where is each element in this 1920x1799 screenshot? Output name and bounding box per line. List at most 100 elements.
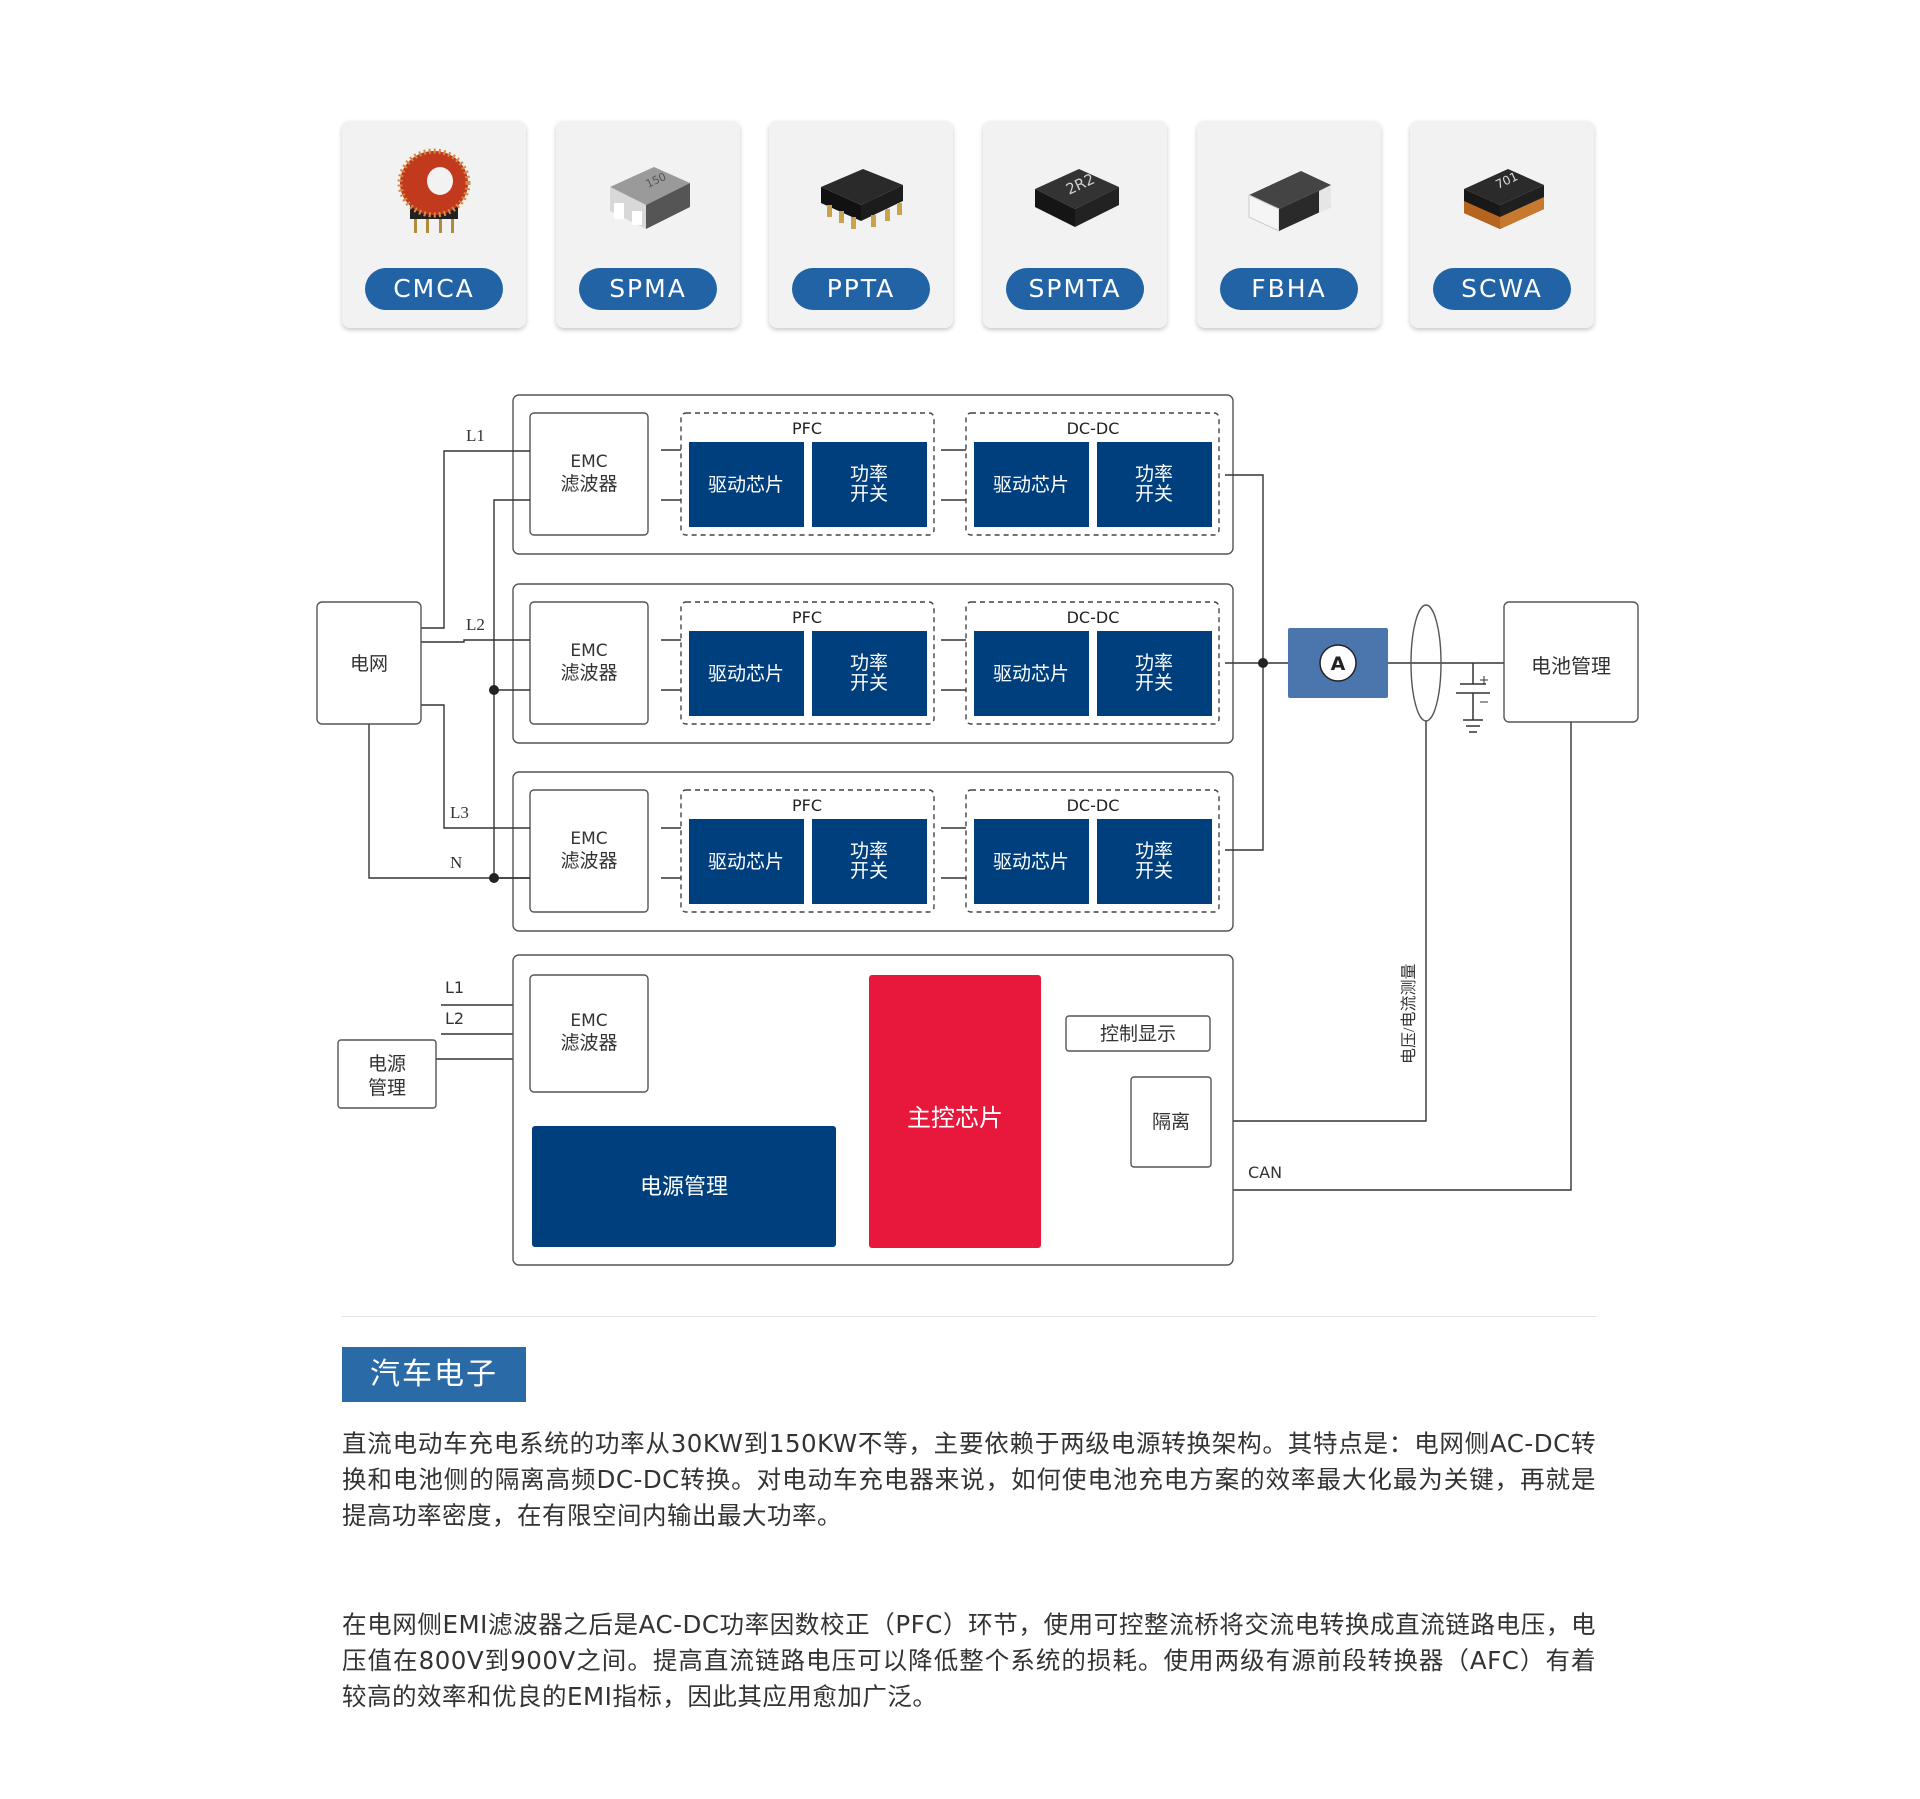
dcdc-power-switch [1097, 631, 1212, 716]
molded-power-inductor-icon: 2R2 [1035, 169, 1119, 227]
product-card-scwa[interactable]: 701 SCWA [1410, 121, 1594, 328]
power-switch-label-line2: 开关 [850, 483, 888, 505]
dcdc-group [965, 412, 1220, 536]
pfc-group [680, 412, 935, 536]
section-tag: 汽车电子 [342, 1347, 526, 1402]
output-capacitor [1456, 663, 1490, 733]
isolation-box [1130, 1076, 1212, 1168]
emc-filter-label-line2: 滤波器 [560, 473, 617, 495]
dcdc-driver-chip [974, 631, 1089, 716]
product-card-spmta[interactable]: 2R2 SPMTA [983, 121, 1167, 328]
power-management-label: 电源管理 [640, 1174, 728, 1199]
ferrite-bead-icon [1248, 171, 1331, 232]
grid-label: 电网 [350, 653, 388, 675]
dcdc-group [965, 601, 1220, 725]
external-power-management-line2: 管理 [368, 1077, 406, 1099]
paragraph-2: 在电网侧EMI滤波器之后是AC-DC功率因数校正（PFC）环节，使用可控整流桥将… [342, 1610, 1596, 1711]
emc-filter-label-line1: EMC [570, 829, 607, 849]
product-label: PPTA [792, 268, 930, 310]
wire [493, 499, 530, 878]
control-display-box [1065, 1015, 1211, 1052]
product-card-spma[interactable]: 150 SPMA [556, 121, 740, 328]
driver-chip-label: 驱动芯片 [708, 851, 784, 873]
can-label: CAN [1248, 1163, 1282, 1182]
product-card-cmca[interactable]: CMCA [342, 121, 526, 328]
dcdc-title: DC-DC [1067, 796, 1120, 815]
dcdc-title: DC-DC [1067, 608, 1120, 627]
product-label: SPMA [579, 268, 717, 310]
pfc-driver-chip [689, 442, 804, 527]
main-chip-block [869, 975, 1041, 1248]
smd-power-inductor-icon: 150 [610, 167, 690, 229]
wire [1211, 721, 1427, 1122]
power-switch-label-line2: 开关 [1135, 860, 1173, 882]
emc-filter-label-line2: 滤波器 [560, 850, 617, 872]
product-label: SCWA [1433, 268, 1571, 310]
pfc-driver-chip [689, 631, 804, 716]
external-power-management-box [337, 1039, 437, 1109]
power-switch-label-line2: 开关 [1135, 483, 1173, 505]
power-switch-label-line1: 功率 [1135, 463, 1173, 485]
emc-filter-box [529, 601, 649, 725]
emc-filter-label-line1: EMC [570, 641, 607, 661]
product-list: CMCA 150 SPMA PPTA 2R2 SPMTA [342, 121, 1596, 330]
pfc-power-switch [812, 442, 927, 527]
driver-chip-label: 驱动芯片 [708, 663, 784, 685]
paragraph-1: 直流电动车充电系统的功率从30KW到150KW不等，主要依赖于两级电源转换架构。… [342, 1429, 1596, 1530]
external-power-management-line1: 电源 [368, 1053, 406, 1075]
control-line-l2: L2 [445, 1009, 464, 1028]
power-management-block [532, 1126, 836, 1247]
junction-dot [489, 873, 499, 883]
dcdc-driver-chip [974, 819, 1089, 904]
emc-filter-label-line2: 滤波器 [560, 662, 617, 684]
power-switch-label-line2: 开关 [1135, 672, 1173, 694]
ammeter-label: A [1331, 653, 1346, 675]
emc-filter-box [529, 412, 649, 536]
dcdc-title: DC-DC [1067, 419, 1120, 438]
wire-wound-chip-inductor-icon: 701 [1464, 169, 1544, 229]
power-switch-label-line1: 功率 [1135, 840, 1173, 862]
current-sensor [1410, 604, 1442, 722]
power-switch-label-line2: 开关 [850, 672, 888, 694]
product-label: SPMTA [1006, 268, 1144, 310]
ammeter-icon [1319, 644, 1357, 682]
planar-transformer-icon [821, 169, 903, 229]
product-label: FBHA [1220, 268, 1358, 310]
junction-dot [1258, 658, 1268, 668]
battery-management-label: 电池管理 [1531, 655, 1611, 678]
battery-management-box [1503, 601, 1639, 723]
pfc-title: PFC [792, 796, 822, 815]
line-label-n: N [450, 853, 462, 872]
pfc-driver-chip [689, 819, 804, 904]
dcdc-power-switch [1097, 442, 1212, 527]
power-switch-label-line2: 开关 [850, 860, 888, 882]
product-card-fbha[interactable]: FBHA [1197, 121, 1381, 328]
control-emc-filter [529, 974, 649, 1093]
pfc-title: PFC [792, 419, 822, 438]
driver-chip-label: 驱动芯片 [708, 474, 784, 496]
grid-box [316, 601, 422, 725]
driver-chip-label: 驱动芯片 [993, 851, 1069, 873]
wire [421, 639, 530, 643]
control-line-l1: L1 [445, 978, 464, 997]
pfc-power-switch [812, 631, 927, 716]
wire [421, 450, 530, 629]
driver-chip-label: 驱动芯片 [993, 663, 1069, 685]
ev-charger-block-diagram: EMC滤波器PFC驱动芯片功率开关DC-DC驱动芯片功率开关EMC滤波器PFC驱… [316, 394, 1639, 1266]
driver-chip-label: 驱动芯片 [993, 474, 1069, 496]
junction-dot [489, 685, 499, 695]
product-label: CMCA [365, 268, 503, 310]
control-display-label: 控制显示 [1100, 1023, 1176, 1045]
power-switch-label-line1: 功率 [850, 652, 888, 674]
main-chip-label: 主控芯片 [907, 1105, 1003, 1132]
control-emc-line2: 滤波器 [560, 1032, 617, 1054]
section-divider [342, 1316, 1596, 1317]
emc-filter-label-line1: EMC [570, 452, 607, 472]
power-switch-label-line1: 功率 [850, 463, 888, 485]
power-switch-label-line1: 功率 [1135, 652, 1173, 674]
power-switch-label-line1: 功率 [850, 840, 888, 862]
pfc-group [680, 789, 935, 913]
product-card-ppta[interactable]: PPTA [769, 121, 953, 328]
wire [421, 704, 530, 829]
dcdc-power-switch [1097, 819, 1212, 904]
